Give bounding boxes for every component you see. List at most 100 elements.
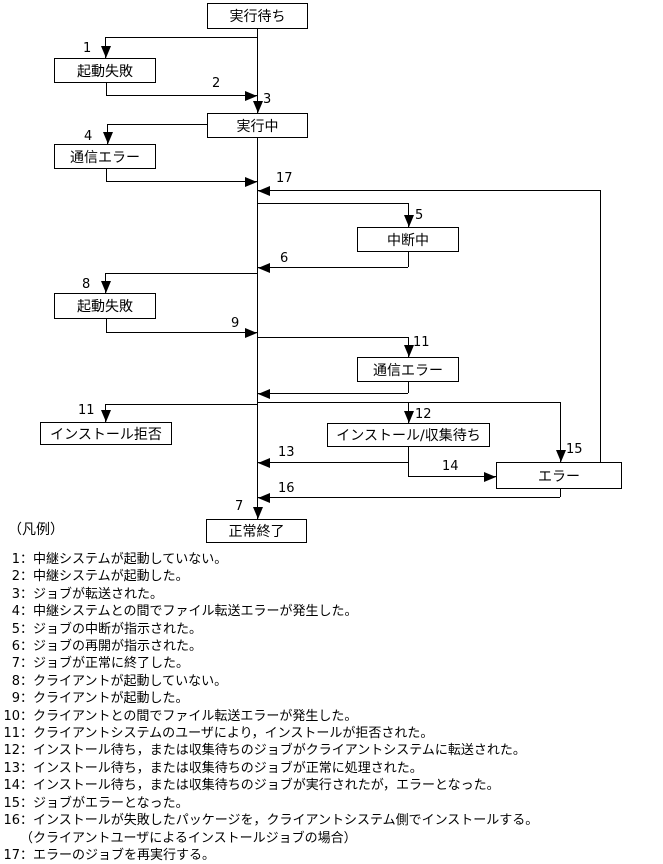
connector-line bbox=[408, 251, 409, 267]
connector-line bbox=[560, 402, 561, 462]
state-box-install-collect-wait: インストール/収集待ち bbox=[327, 423, 490, 447]
state-label: 起動失敗 bbox=[77, 63, 133, 80]
legend-item-text: ：インストール待ち，または収集待ちのジョブが正常に処理された。 bbox=[20, 760, 423, 776]
arrow-left-icon bbox=[258, 186, 270, 196]
legend-item: 17：エラーのジョブを再実行する。 bbox=[3, 847, 538, 864]
arrow-down-icon bbox=[404, 411, 414, 423]
legend-item-text: ：インストールが失敗したパッケージを，クライアントシステム側でインストールする。 bbox=[20, 813, 539, 829]
legend-item: 8：クライアントが起動していない。 bbox=[3, 673, 538, 690]
connector-line bbox=[257, 462, 408, 463]
connector-line bbox=[600, 190, 601, 462]
arrow-down-icon bbox=[404, 345, 414, 357]
legend-item-text: ：中継システムとの間でファイル転送エラーが発生した。 bbox=[20, 604, 358, 620]
legend-item-text: ：エラーのジョブを再実行する。 bbox=[20, 847, 216, 863]
state-box-suspended: 中断中 bbox=[357, 227, 459, 252]
arrow-down-icon bbox=[101, 46, 111, 58]
legend-item-number bbox=[3, 830, 20, 847]
connector-line bbox=[257, 203, 408, 204]
connector-line bbox=[257, 393, 408, 394]
transition-label-2: 2 bbox=[212, 76, 221, 91]
state-label: 通信エラー bbox=[70, 149, 140, 166]
transition-label-4: 4 bbox=[84, 129, 93, 144]
legend-item-number: 16 bbox=[3, 813, 20, 829]
legend-item: 1：中継システムが起動していない。 bbox=[3, 551, 538, 568]
legend-item-text: ：ジョブが転送された。 bbox=[20, 586, 164, 602]
connector-line bbox=[105, 404, 257, 405]
legend-item-number: 11 bbox=[3, 726, 20, 742]
state-label: 通信エラー bbox=[373, 362, 443, 379]
transition-label-7: 7 bbox=[235, 499, 244, 514]
transition-label-11a: 11 bbox=[413, 335, 430, 350]
arrow-left-icon bbox=[258, 389, 270, 399]
connector-line bbox=[257, 190, 600, 191]
legend-item-number: 12 bbox=[3, 743, 20, 759]
connector-line bbox=[106, 83, 107, 95]
transition-label-1: 1 bbox=[83, 41, 92, 56]
arrow-down-icon bbox=[253, 101, 263, 113]
legend-item: 9：クライアントが起動した。 bbox=[3, 690, 538, 707]
transition-label-12: 12 bbox=[415, 407, 432, 422]
legend-item: （クライアントユーザによるインストールジョブの場合） bbox=[3, 830, 538, 847]
legend-item-text: ：中継システムが起動していない。 bbox=[20, 552, 228, 567]
connector-line bbox=[408, 382, 409, 393]
legend-item-text: ：ジョブがエラーとなった。 bbox=[20, 795, 189, 811]
state-label: 実行待ち bbox=[229, 9, 286, 25]
legend-item-text: ：インストール待ち，または収集待ちのジョブが実行されたが，エラーとなった。 bbox=[20, 778, 500, 794]
legend-item-text: ：クライアントとの間でファイル転送エラーが発生した。 bbox=[20, 708, 358, 724]
legend-item: 12：インストール待ち，または収集待ちのジョブがクライアントシステムに転送された… bbox=[3, 742, 538, 759]
legend-item-number: 14 bbox=[3, 778, 20, 794]
connector-line bbox=[106, 95, 257, 96]
legend-item: 16：インストールが失敗したパッケージを，クライアントシステム側でインストールす… bbox=[3, 812, 538, 829]
state-box-install-rejected: インストール拒否 bbox=[40, 422, 172, 445]
legend-list: 1：中継システムが起動していない。2：中継システムが起動した。3：ジョブが転送さ… bbox=[3, 551, 538, 864]
legend-item: 2：中継システムが起動した。 bbox=[3, 568, 538, 585]
state-label: インストール/収集待ち bbox=[336, 428, 481, 444]
connector-line bbox=[106, 169, 107, 181]
legend-item-text: ：ジョブの中断が指示された。 bbox=[20, 621, 203, 637]
state-label: インストール拒否 bbox=[50, 426, 162, 443]
transition-label-11b: 11 bbox=[78, 403, 95, 418]
arrow-left-icon bbox=[258, 263, 270, 273]
transition-label-8: 8 bbox=[82, 277, 91, 292]
legend-item-number: 2 bbox=[11, 569, 20, 585]
state-box-startup-fail-1: 起動失敗 bbox=[54, 58, 156, 83]
arrow-down-icon bbox=[253, 507, 263, 519]
legend-item: 14：インストール待ち，または収集待ちのジョブが実行されたが，エラーとなった。 bbox=[3, 777, 538, 794]
legend-item: 13：インストール待ち，または収集待ちのジョブが正常に処理された。 bbox=[3, 760, 538, 777]
legend-item: 3：ジョブが転送された。 bbox=[3, 586, 538, 603]
state-box-wait-exec: 実行待ち bbox=[207, 3, 308, 29]
legend-item-number: 17 bbox=[3, 847, 20, 863]
arrow-down-icon bbox=[103, 132, 113, 144]
legend-item-text: （クライアントユーザによるインストールジョブの場合） bbox=[20, 830, 357, 846]
arrow-left-icon bbox=[258, 493, 270, 503]
state-label: 正常終了 bbox=[228, 524, 285, 540]
connector-line bbox=[257, 29, 258, 113]
state-label: エラー bbox=[538, 468, 580, 485]
legend-item-number: 4 bbox=[11, 604, 20, 620]
state-label: 実行中 bbox=[236, 118, 279, 135]
transition-label-15: 15 bbox=[566, 442, 583, 457]
legend-title: （凡例） bbox=[8, 522, 64, 538]
connector-line bbox=[257, 137, 258, 519]
state-box-error: エラー bbox=[496, 462, 622, 489]
connector-line bbox=[408, 476, 496, 477]
arrow-right-icon bbox=[245, 177, 257, 187]
connector-line bbox=[257, 337, 408, 338]
transition-label-13: 13 bbox=[278, 445, 295, 460]
transition-label-14: 14 bbox=[442, 459, 459, 474]
state-box-comm-error-2: 通信エラー bbox=[357, 357, 459, 382]
arrow-down-icon bbox=[556, 450, 566, 462]
legend-item-text: ：クライアントシステムのユーザにより，インストールが拒否された。 bbox=[20, 726, 434, 742]
legend-item-number: 6 bbox=[11, 639, 20, 655]
arrow-down-icon bbox=[404, 215, 414, 227]
state-box-executing: 実行中 bbox=[207, 113, 308, 138]
legend-item-number: 8 bbox=[11, 673, 20, 689]
legend-item-text: ：中継システムが起動した。 bbox=[20, 569, 189, 585]
legend-item-text: ：インストール待ち，または収集待ちのジョブがクライアントシステムに転送された。 bbox=[20, 743, 526, 759]
legend-item-number: 3 bbox=[11, 586, 20, 602]
arrow-left-icon bbox=[258, 458, 270, 468]
transition-label-9: 9 bbox=[231, 316, 240, 331]
legend-item-number: 10 bbox=[3, 708, 20, 724]
connector-line bbox=[106, 319, 107, 332]
connector-line bbox=[106, 332, 257, 333]
